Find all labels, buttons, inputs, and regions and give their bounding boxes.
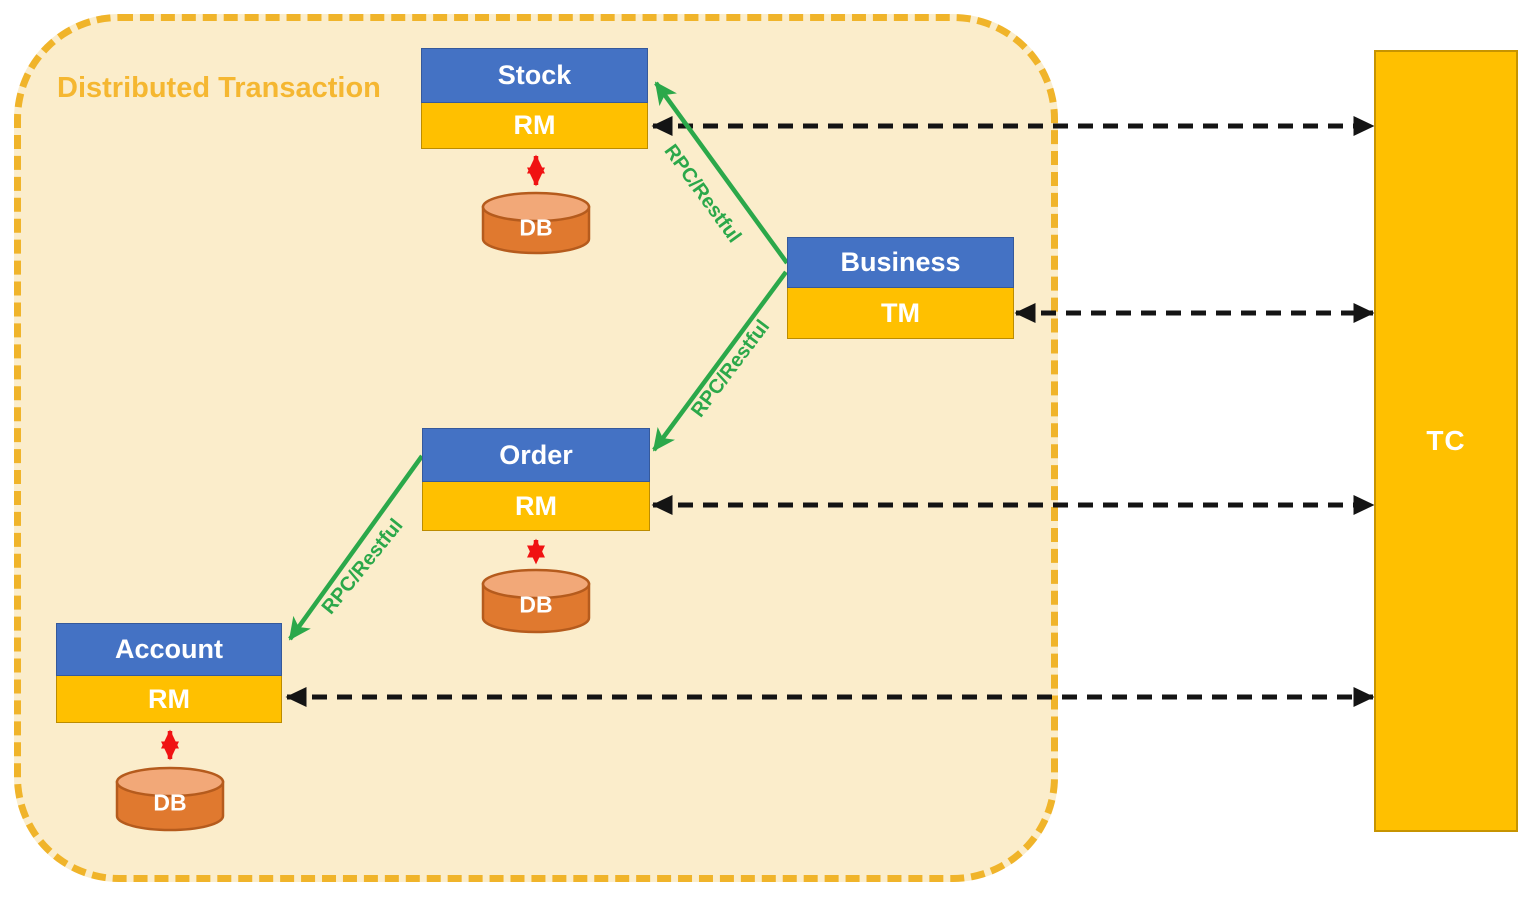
service-business-tm-bar: TM <box>787 288 1014 339</box>
service-order: Order RM <box>422 428 650 531</box>
transaction-coordinator-box: TC <box>1374 50 1518 832</box>
service-stock: Stock RM <box>421 48 648 149</box>
service-business: Business TM <box>787 237 1014 339</box>
service-order-title: Order <box>422 428 650 482</box>
service-account: Account RM <box>56 623 282 723</box>
service-account-rm-bar: RM <box>56 676 282 723</box>
service-business-title: Business <box>787 237 1014 288</box>
db-label-order: DB <box>519 591 553 618</box>
db-label-stock: DB <box>519 214 553 241</box>
service-stock-rm-bar: RM <box>421 103 648 149</box>
service-stock-title: Stock <box>421 48 648 103</box>
service-account-title: Account <box>56 623 282 676</box>
db-label-account: DB <box>153 789 187 816</box>
service-order-rm-bar: RM <box>422 482 650 531</box>
diagram-title: Distributed Transaction <box>57 72 381 104</box>
